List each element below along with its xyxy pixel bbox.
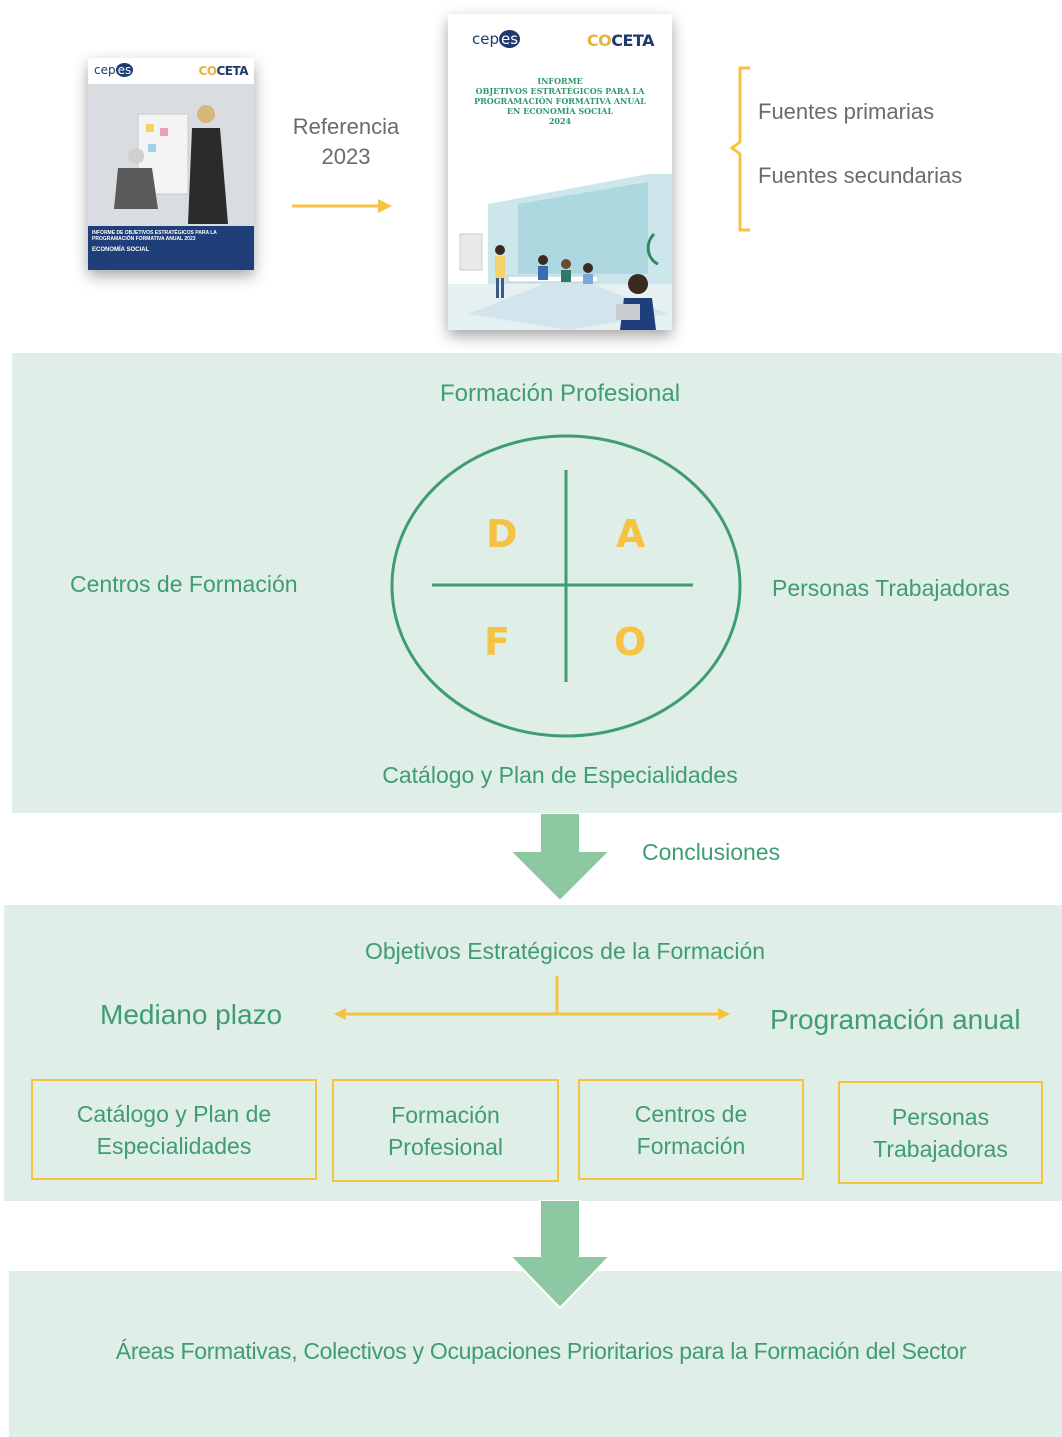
reference-label-line2: 2023 bbox=[321, 144, 371, 169]
coceta-logo: COCETA bbox=[586, 31, 655, 50]
cover-2024-title-line: 2024 bbox=[548, 116, 572, 126]
objectives-split-arrow bbox=[334, 976, 730, 1020]
coceta-logo-co: CO bbox=[586, 31, 612, 50]
cover-2024-title-line: PROGRAMACIÓN FORMATIVA ANUAL bbox=[474, 96, 646, 106]
result-panel bbox=[9, 1271, 1062, 1437]
dafo-right-label: Personas Trabajadoras bbox=[772, 575, 1010, 601]
objectives-title: Objetivos Estratégicos de la Formación bbox=[364, 938, 766, 964]
cepes-logo-es: es bbox=[499, 30, 521, 48]
reference-arrow bbox=[292, 199, 392, 213]
conclusions-label: Conclusiones bbox=[642, 839, 781, 865]
cepes-logo-text: cep bbox=[472, 30, 499, 48]
objective-box-catalogo: Catálogo y Plan de Especialidades bbox=[31, 1079, 317, 1180]
medium-term-label: Mediano plazo bbox=[100, 999, 283, 1030]
dafo-left-label: Centros de Formación bbox=[70, 571, 298, 597]
objective-box-personas: Personas Trabajadoras bbox=[838, 1081, 1043, 1184]
dafo-quadrant-a: A bbox=[616, 512, 646, 556]
cepes-logo-text: cep bbox=[94, 63, 116, 77]
objective-box-formacion: Formación Profesional bbox=[332, 1079, 559, 1182]
cover-2023-banner: INFORME DE OBJETIVOS ESTRATÉGICOS PARA L… bbox=[88, 226, 254, 270]
dafo-quadrant-f: F bbox=[484, 620, 510, 664]
cepes-logo-es: es bbox=[115, 63, 134, 77]
reference-label: Referencia 2023 bbox=[280, 112, 412, 172]
dafo-quadrant-o: O bbox=[614, 620, 647, 664]
coceta-logo-co: CO bbox=[198, 64, 217, 78]
result-label: Áreas Formativas, Colectivos y Ocupacion… bbox=[115, 1338, 967, 1364]
cover-2024-title-line: OBJETIVOS ESTRATÉGICOS PARA LA bbox=[475, 86, 645, 96]
coceta-logo-rest: CETA bbox=[216, 64, 248, 78]
cover-2024-title-line: EN ECONOMÍA SOCIAL bbox=[506, 106, 614, 116]
cover-2024-title: INFORME OBJETIVOS ESTRATÉGICOS PARA LA P… bbox=[448, 76, 672, 126]
source-primary-label: Fuentes primarias bbox=[758, 99, 935, 124]
coceta-logo: COCETA bbox=[198, 64, 248, 78]
cover-2023-title: INFORME DE OBJETIVOS ESTRATÉGICOS PARA L… bbox=[92, 230, 217, 242]
cover-2024-title-line: INFORME bbox=[537, 76, 583, 86]
cover-2023-photo bbox=[88, 84, 254, 226]
dafo-panel bbox=[12, 353, 1062, 813]
cover-2024-illustration bbox=[448, 164, 672, 330]
dafo-quadrant-d: D bbox=[486, 512, 518, 556]
source-secondary-label: Fuentes secundarias bbox=[758, 163, 963, 188]
dafo-bottom-label: Catálogo y Plan de Especialidades bbox=[382, 762, 738, 788]
sources-bracket bbox=[729, 66, 750, 232]
cover-2023-subtitle: ECONOMÍA SOCIAL bbox=[92, 247, 150, 253]
coceta-logo-rest: CETA bbox=[611, 31, 654, 50]
down-arrow-result bbox=[507, 1200, 613, 1310]
reference-label-line1: Referencia bbox=[292, 114, 400, 139]
annual-programming-label: Programación anual bbox=[770, 1004, 1021, 1035]
dafo-ellipse bbox=[390, 434, 742, 738]
down-arrow-conclusions bbox=[507, 813, 613, 903]
objective-box-centros: Centros de Formación bbox=[578, 1079, 804, 1180]
dafo-top-label: Formación Profesional bbox=[439, 380, 681, 407]
